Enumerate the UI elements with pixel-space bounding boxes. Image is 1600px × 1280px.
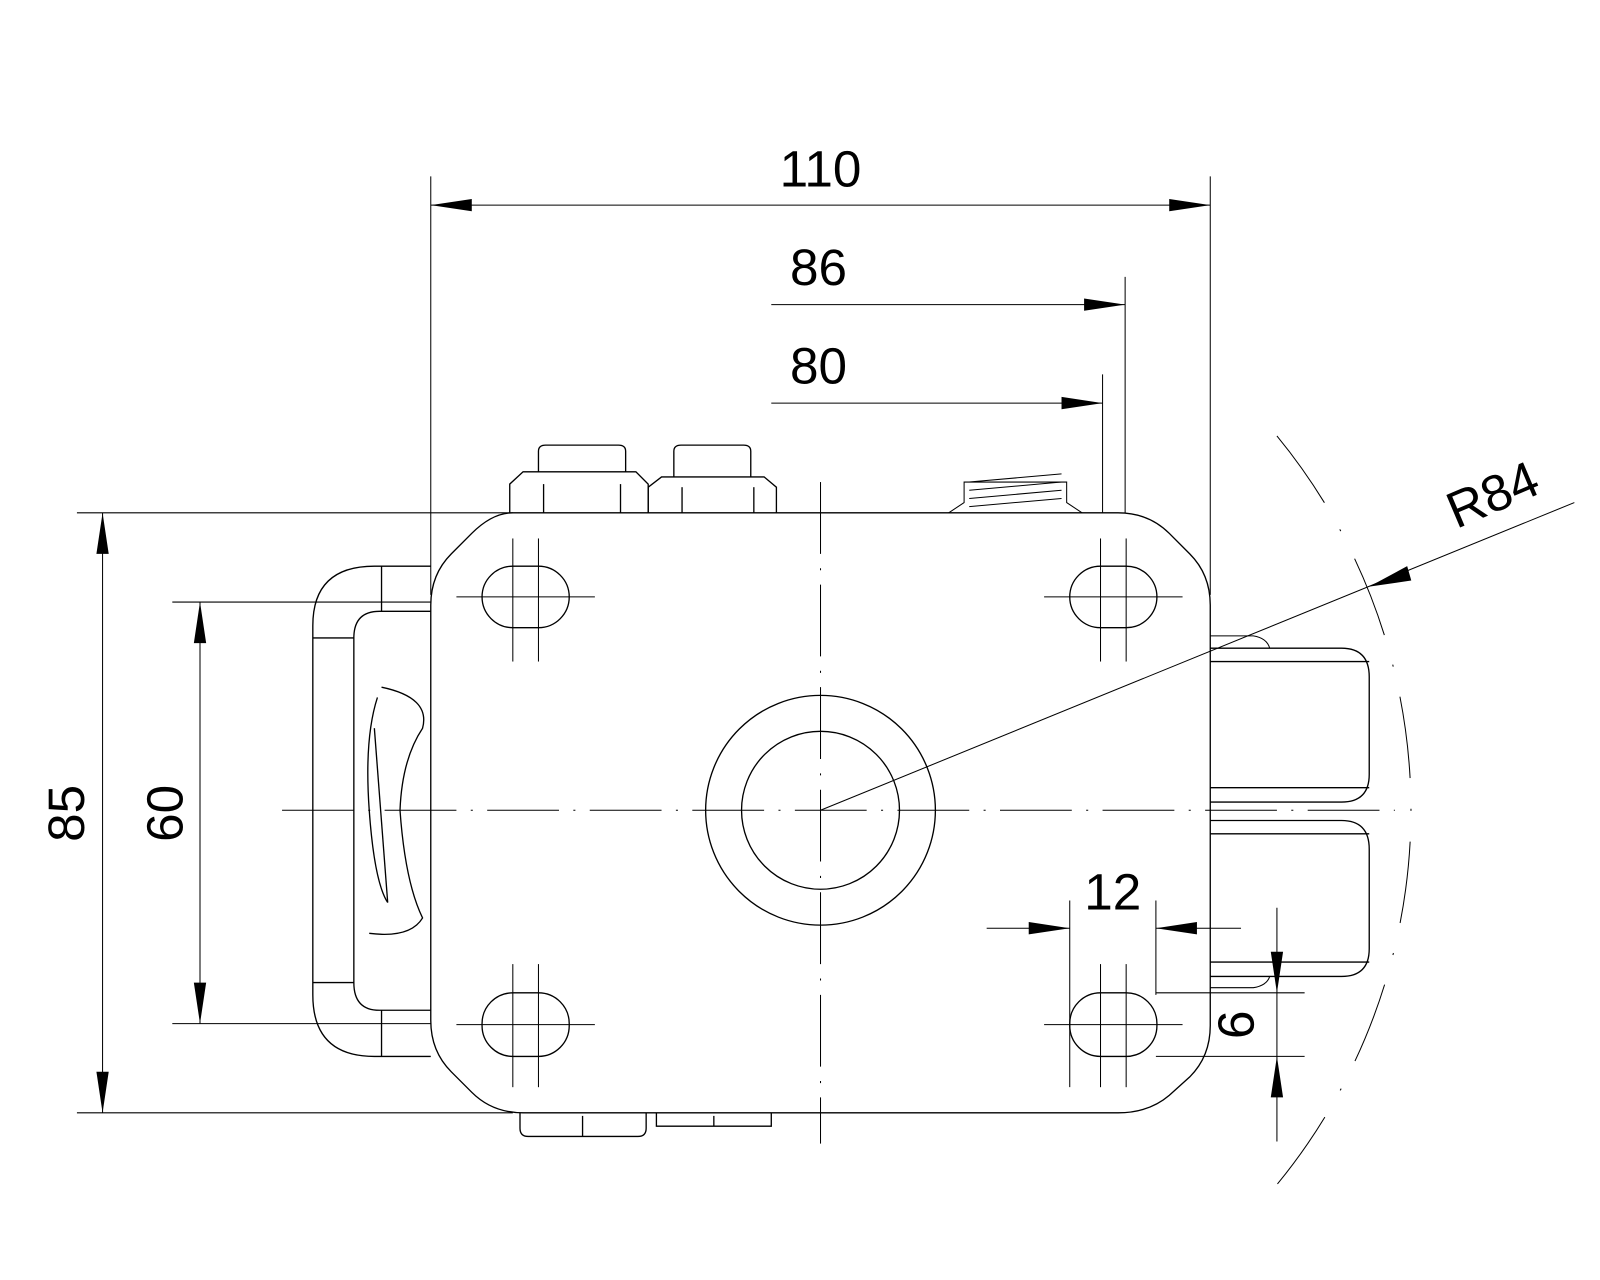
wheels [1210,635,1370,989]
dimension-label-9: 9 [1207,1010,1264,1039]
dimension-86: 86 [771,239,1126,513]
dimension-label-60: 60 [137,785,194,842]
dimension-80: 80 [771,338,1104,513]
bottom-nuts [519,1112,772,1138]
dimension-label-85: 85 [38,785,95,842]
dimension-12: 12 [986,864,1242,1088]
dimension-60: 60 [137,601,431,1025]
dimension-label-r84: R84 [1438,450,1547,539]
dimension-r84: R84 [820,450,1575,811]
swivel-radius-arc [1276,435,1412,1185]
dimension-85: 85 [38,512,513,1114]
dimension-9: 9 [1155,907,1305,1142]
brake-bracket [312,565,431,1058]
dimension-label-110: 110 [780,141,862,198]
dimension-label-80: 80 [790,338,847,395]
dimension-110: 110 [430,141,1211,595]
top-nuts [509,444,778,513]
threaded-stud [948,473,1083,514]
mounting-slots [456,538,1183,1088]
dimension-label-86: 86 [790,239,847,296]
dimension-label-12: 12 [1084,864,1141,921]
mounting-plate [430,512,1211,1114]
